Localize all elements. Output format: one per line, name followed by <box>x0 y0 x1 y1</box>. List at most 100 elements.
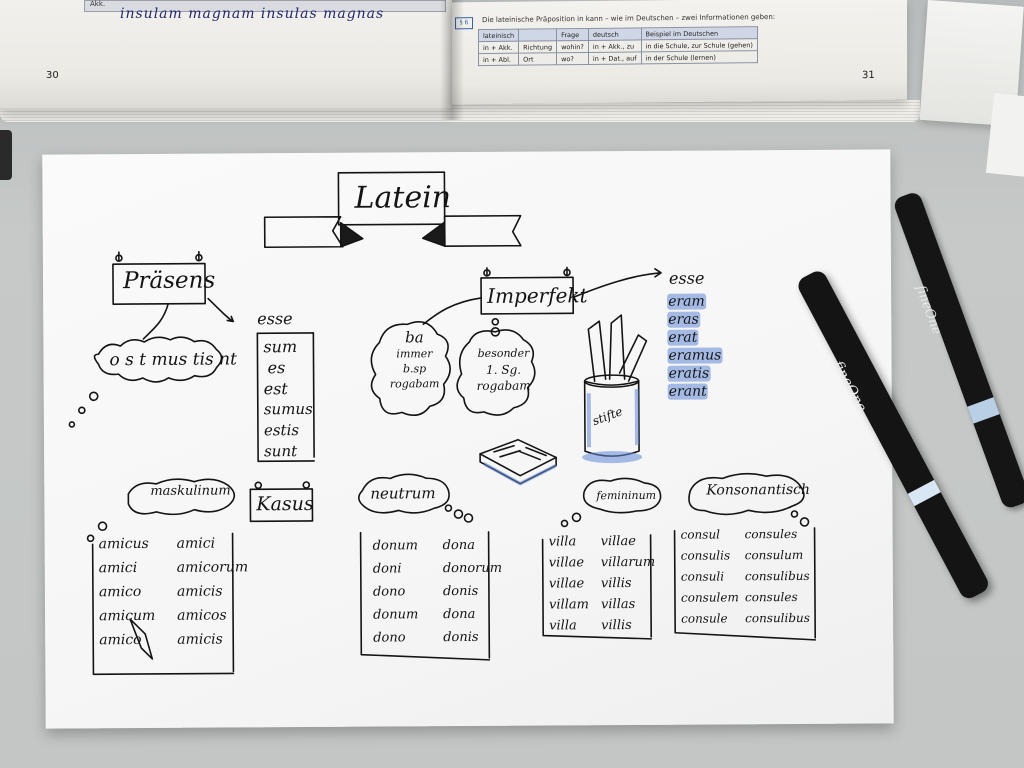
cloud-text: besonder <box>477 346 530 360</box>
list-item: consuli <box>680 569 725 584</box>
list-item: dona <box>442 537 475 554</box>
konsonantisch-list-right: consules consulum consulibus consules co… <box>745 524 810 629</box>
neutrum-list-left: donum doni dono donum dono <box>373 534 419 649</box>
list-item: donis <box>443 629 479 646</box>
cloud-text: ba <box>405 328 424 347</box>
femininum-list-right: villae villarum villis villas villis <box>601 531 656 636</box>
list-item: villis <box>600 576 632 592</box>
list-item: villae <box>600 533 636 550</box>
list-item: villam <box>548 597 589 613</box>
back-pen-brand: fineOne <box>912 283 945 337</box>
dark-object-edge <box>0 130 12 180</box>
table-row: in + Abl. Ort wo? in + Dat., auf in der … <box>478 50 758 66</box>
table-header: Frage <box>556 28 589 41</box>
list-item: erant <box>667 383 708 400</box>
esse-praesens-label: esse <box>257 309 293 329</box>
cloud-text: rogabam <box>476 378 531 393</box>
list-item: villas <box>600 596 636 613</box>
list-item: consulibus <box>745 610 810 626</box>
praesens-endings: o s t mus tis nt <box>109 349 237 371</box>
table-header <box>518 28 557 42</box>
list-item: eramus <box>667 347 723 364</box>
list-item: consul <box>680 527 721 542</box>
list-item: consulem <box>680 590 739 605</box>
femininum-label: femininum <box>596 488 657 503</box>
list-item: sumus <box>263 399 313 419</box>
book-left-table-cell: Akk. <box>90 0 106 8</box>
list-item: consule <box>681 611 728 626</box>
table-cell: wohin? <box>556 40 589 53</box>
book-left-page: Akk. insulam magnam insulas magnas 30 <box>0 0 452 110</box>
imperfekt-cloud-2: besonder 1. Sg. rogabam <box>471 346 535 394</box>
list-item: dono <box>372 584 406 600</box>
table-cell: wo? <box>556 52 589 65</box>
list-item: es <box>267 358 286 378</box>
cloud-text: 1. Sg. <box>486 362 522 377</box>
list-item: amicus <box>98 535 149 553</box>
list-item: consulibus <box>744 568 810 584</box>
maskulinum-list-right: amici amicorum amicis amicos amicis <box>177 531 249 651</box>
list-item: estis <box>263 421 300 440</box>
list-item: amico <box>98 583 142 601</box>
table-cell: in + Abl. <box>478 53 519 66</box>
preposition-table: lateinisch Frage deutsch Beispiel im Deu… <box>478 26 758 66</box>
book-right-page: § 6 Die lateinische Präposition in kann … <box>452 0 907 105</box>
esse-imperfekt-label: esse <box>668 268 705 288</box>
sketch-lines <box>68 171 817 676</box>
imperfekt-label: Imperfekt <box>487 283 588 308</box>
list-item: donis <box>442 583 479 600</box>
list-item: amici <box>176 535 216 552</box>
list-item: eratis <box>667 365 711 382</box>
list-item: donorum <box>442 560 503 577</box>
list-item: amicum <box>99 607 156 625</box>
list-item: villis <box>601 618 632 634</box>
list-item: amicorum <box>176 559 249 576</box>
list-item: consulum <box>744 547 804 563</box>
table-cell: in + Akk., zu <box>588 39 642 53</box>
imperfekt-cloud-1: ba immer b.sp rogabam <box>383 328 445 391</box>
list-item: erat <box>667 329 699 346</box>
cloud-text: rogabam <box>389 377 440 391</box>
cloud-text: b.sp <box>402 362 427 376</box>
esse-praesens-list: sum es est sumus estis sunt <box>263 336 313 462</box>
list-item: amicos <box>177 607 227 624</box>
konsonantisch-label: Konsonantisch <box>706 481 811 499</box>
list-item: dono <box>373 630 406 646</box>
table-header: lateinisch <box>478 29 519 42</box>
pen-band <box>967 397 1000 424</box>
maskulinum-list-left: amicus amici amico amicum amico <box>99 532 156 652</box>
cloud-text: immer <box>396 347 433 361</box>
pen-band <box>907 479 941 507</box>
kasus-label: Kasus <box>256 492 314 516</box>
neutrum-list-right: dona donorum donis dona donis <box>443 534 503 649</box>
neutrum-label: neutrum <box>370 484 436 503</box>
list-item: consulis <box>680 548 731 563</box>
list-item: eras <box>667 311 700 328</box>
book-left-table <box>84 0 446 12</box>
table-cell: in + Akk. <box>478 41 519 54</box>
list-item: eram <box>667 293 706 310</box>
list-item: amici <box>98 560 138 577</box>
esse-imperfekt-list: eram eras erat eramus eratis erant <box>667 292 723 400</box>
mind-map-sheet: Latein Präsens o s t mus tis nt esse sum… <box>42 149 894 729</box>
list-item: amico <box>99 631 142 649</box>
page-number-left: 30 <box>46 70 59 81</box>
list-item: villarum <box>600 554 656 571</box>
list-item: est <box>263 379 288 399</box>
table-cell: Ort <box>518 52 557 66</box>
list-item: sum <box>263 337 298 357</box>
page-number-right: 31 <box>862 69 875 82</box>
book-caption: Die lateinische Präposition in kann – wi… <box>482 12 776 25</box>
table-cell: in der Schule (lernen) <box>641 50 758 64</box>
maskulinum-label: maskulinum <box>150 483 231 499</box>
list-item: donum <box>372 538 418 554</box>
map-title: Latein <box>354 180 452 216</box>
praesens-label: Präsens <box>122 267 216 295</box>
list-item: sunt <box>264 442 298 461</box>
book-handwriting: insulam magnam insulas magnas <box>120 6 385 22</box>
konsonantisch-list-left: consul consulis consuli consulem consule <box>681 524 740 629</box>
list-item: consules <box>744 589 798 605</box>
list-item: donum <box>373 607 419 623</box>
list-item: villa <box>549 618 577 634</box>
list-item: amicis <box>177 631 223 648</box>
